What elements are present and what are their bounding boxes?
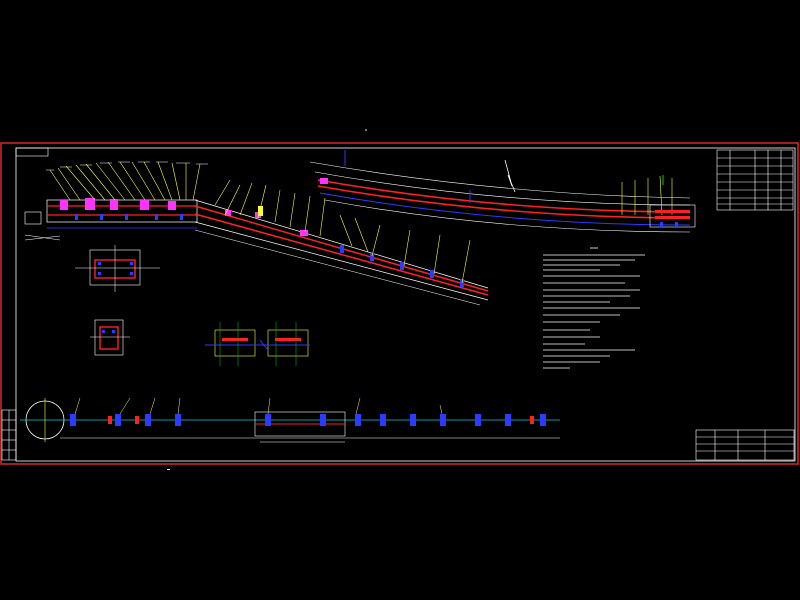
stray-mark bbox=[167, 469, 170, 470]
top-left-stamp bbox=[15, 147, 49, 157]
straight-segment bbox=[24, 198, 198, 241]
leader-lines-right bbox=[621, 175, 673, 216]
right-end-detail bbox=[649, 175, 696, 228]
section-detail-a bbox=[75, 245, 160, 292]
inclined-segment bbox=[194, 199, 489, 306]
plan-detail bbox=[205, 322, 310, 366]
leader-lines-middle bbox=[224, 182, 471, 284]
label-ticks-left bbox=[46, 161, 208, 171]
outer-frame bbox=[0, 142, 799, 465]
inner-border bbox=[15, 147, 796, 462]
stray-mark bbox=[365, 129, 367, 131]
section-detail-b bbox=[90, 319, 130, 356]
quantity-table bbox=[716, 149, 794, 211]
title-block bbox=[695, 429, 795, 461]
curved-segment bbox=[309, 150, 691, 233]
binding-strip bbox=[1, 409, 17, 461]
general-notes bbox=[543, 247, 645, 369]
layout-plan bbox=[20, 397, 560, 443]
leader-lines-left bbox=[49, 161, 231, 206]
